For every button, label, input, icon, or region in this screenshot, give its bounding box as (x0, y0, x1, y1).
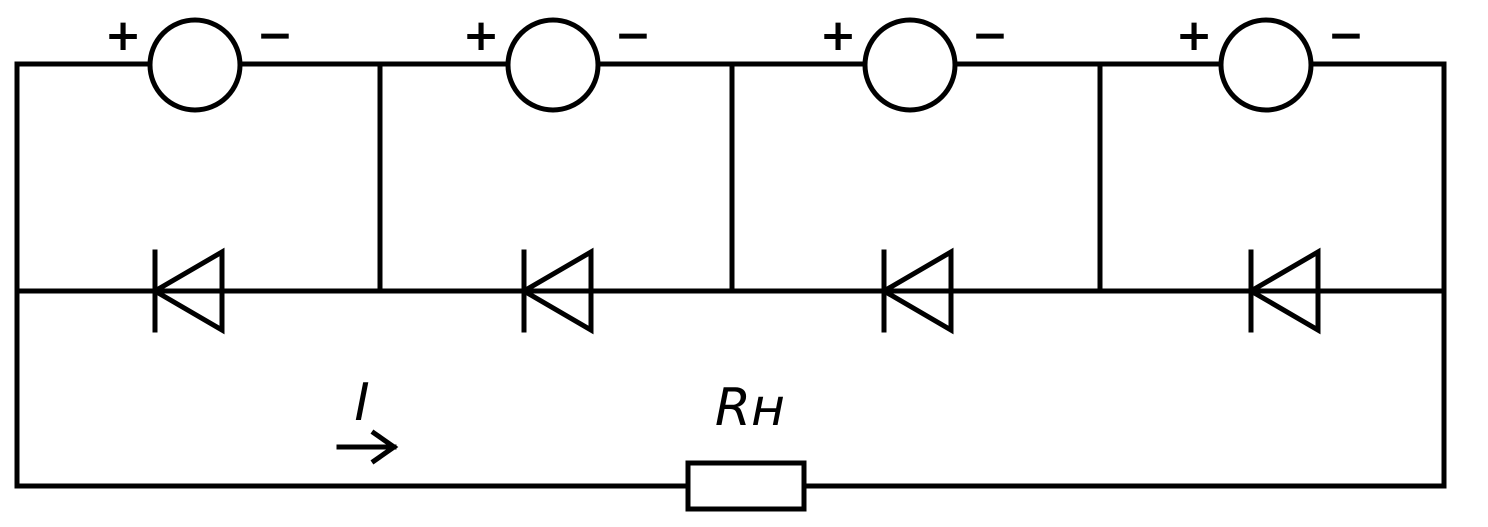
wires (14, 61, 1447, 489)
current-arrow-head (370, 429, 399, 465)
minus-sign: − (615, 10, 652, 61)
diode-triangle (519, 247, 594, 335)
diode-triangle (150, 247, 225, 335)
load-resistor-group: Rн I (336, 373, 807, 512)
plus-sign: + (1176, 10, 1213, 61)
plus-sign: + (105, 10, 142, 61)
voltage-source-circle (862, 17, 958, 113)
minus-sign: − (972, 10, 1009, 61)
plus-sign: + (463, 10, 500, 61)
voltage-source-circle (1218, 17, 1314, 113)
plus-sign: + (820, 10, 857, 61)
current-label: I (354, 373, 369, 433)
voltage-source-circle (505, 17, 601, 113)
voltage-source-circle (147, 17, 243, 113)
diode-triangle (879, 247, 954, 335)
minus-sign: − (257, 10, 294, 61)
minus-sign: − (1328, 10, 1365, 61)
voltage-sources: + − + − + − + − (105, 10, 1365, 113)
load-resistor (685, 460, 807, 512)
resistor-label: Rн (715, 378, 785, 438)
diodes (150, 247, 1321, 335)
diode-triangle (1246, 247, 1321, 335)
